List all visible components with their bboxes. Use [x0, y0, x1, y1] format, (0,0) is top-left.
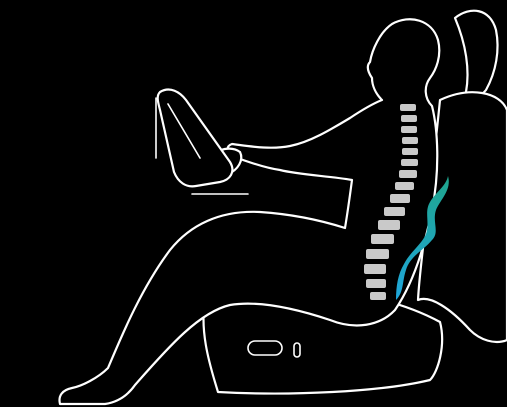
vertebra: [402, 148, 418, 155]
vertebra: [370, 292, 386, 300]
vertebra: [401, 159, 418, 166]
vertebra: [399, 170, 417, 178]
steering-wheel: [156, 90, 248, 194]
vertebra: [364, 264, 386, 274]
vertebra: [384, 207, 405, 216]
vertebra: [401, 126, 417, 133]
vertebra: [390, 194, 410, 203]
vertebra: [395, 182, 414, 190]
vertebra: [366, 249, 389, 259]
vertebra: [400, 104, 416, 111]
vertebra: [366, 279, 386, 288]
vertebra: [402, 137, 418, 144]
vertebra: [378, 220, 400, 230]
vertebra: [401, 115, 417, 122]
vertebra: [371, 234, 394, 244]
